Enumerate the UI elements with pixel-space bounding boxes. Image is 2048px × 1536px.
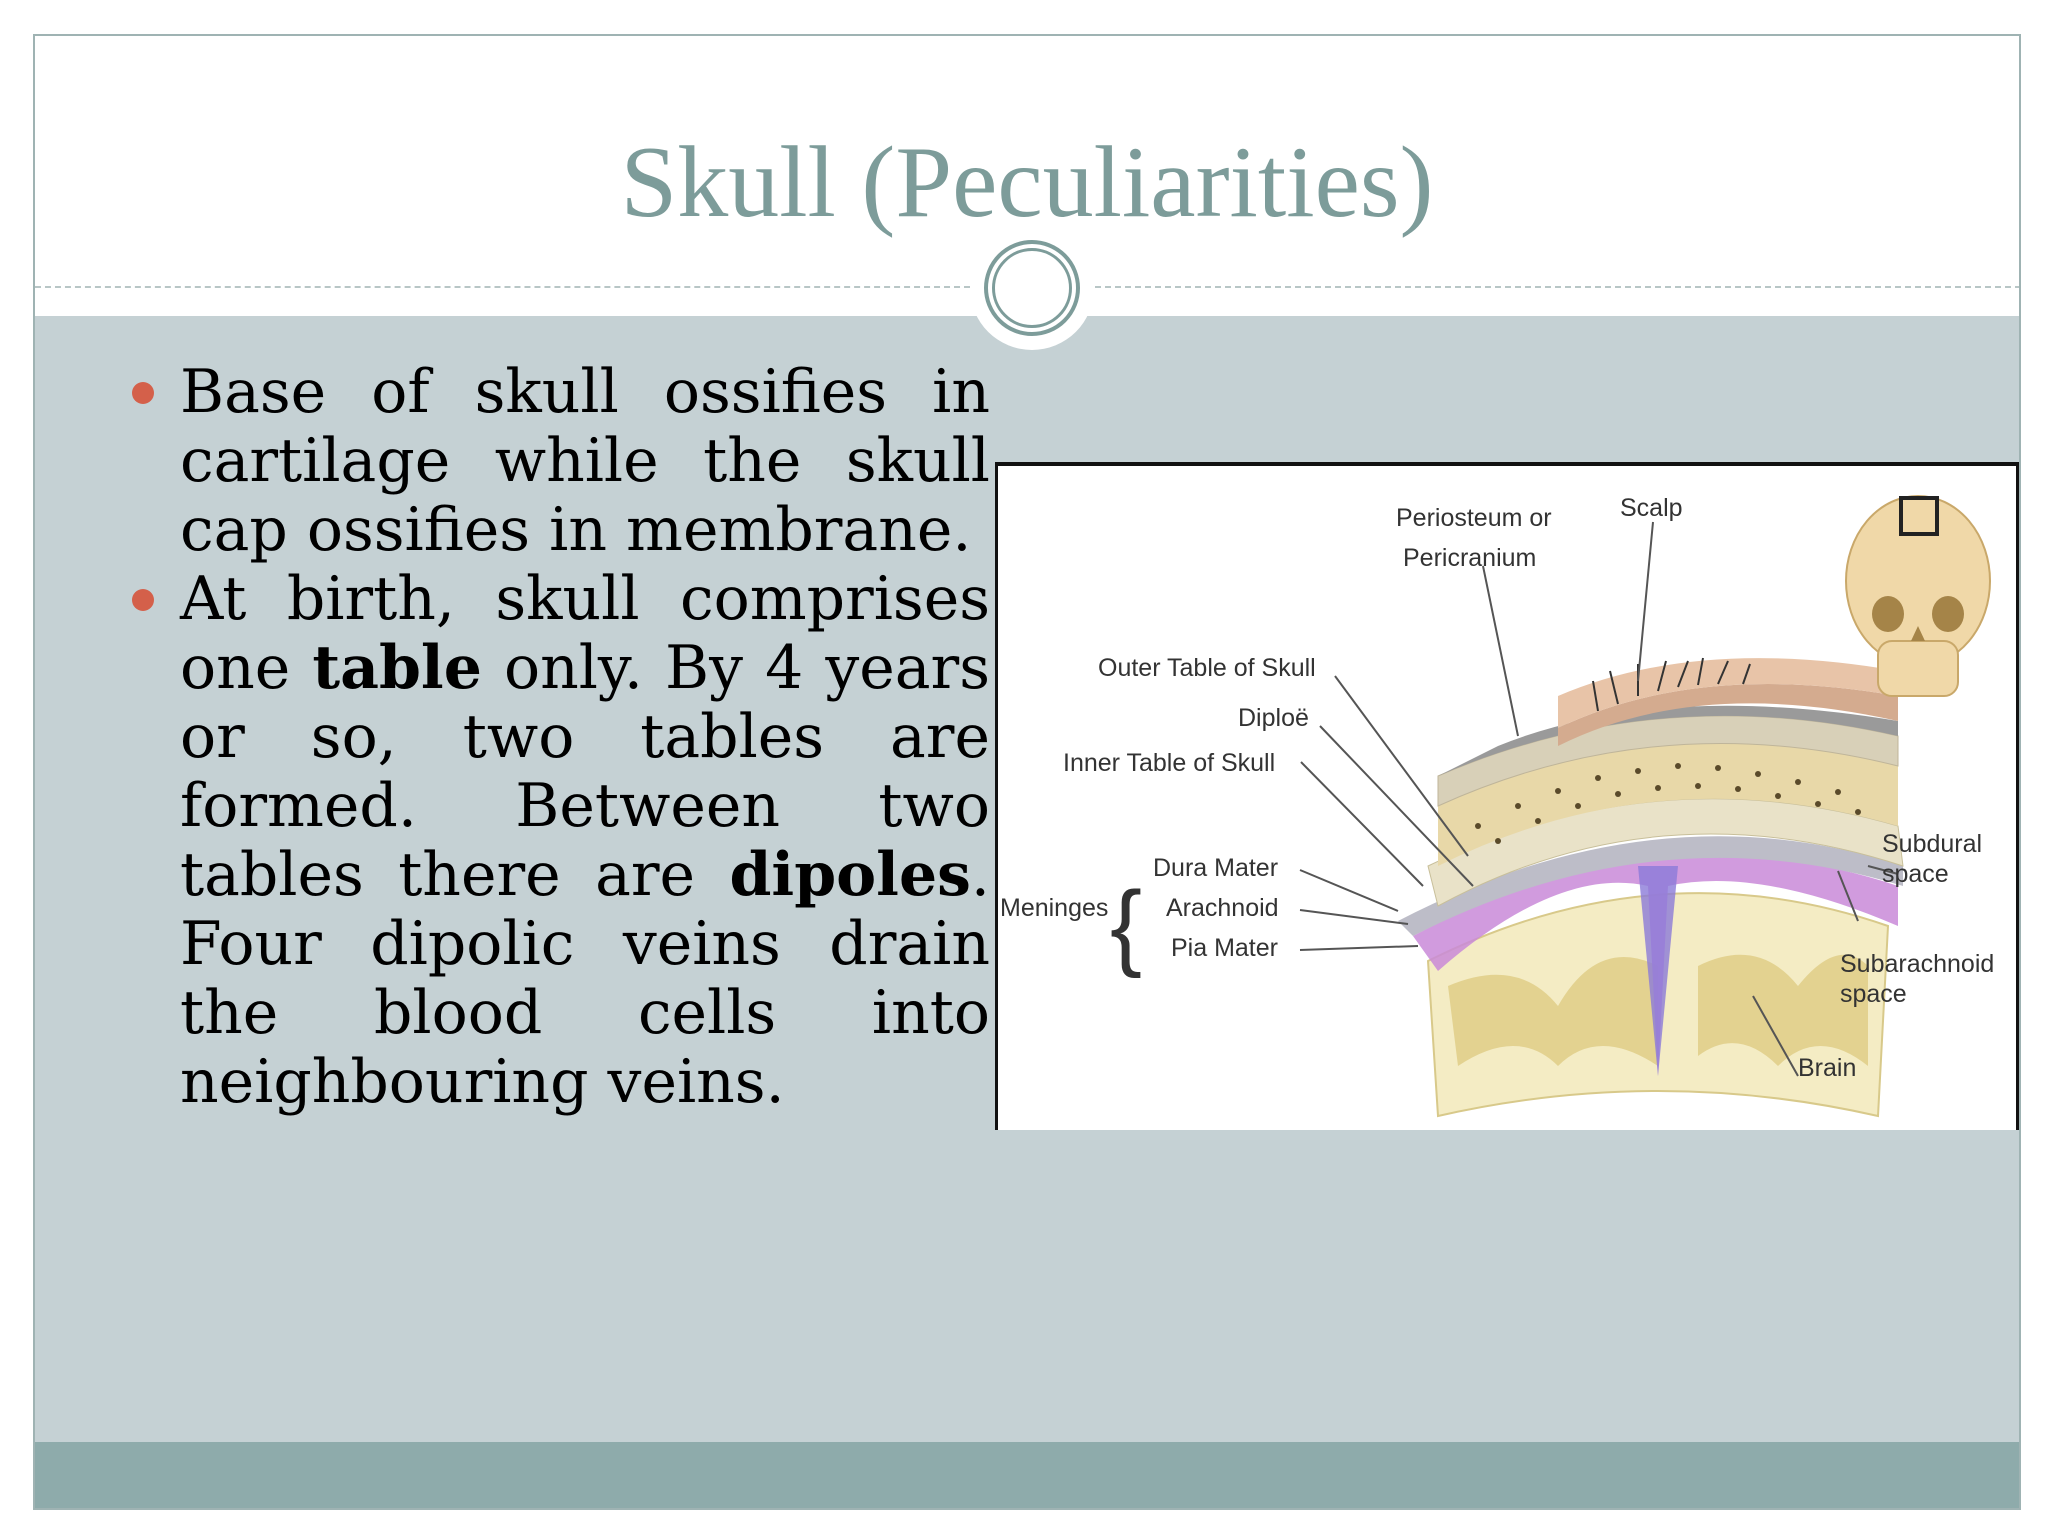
label-pericranium: Pericranium (1403, 544, 1536, 572)
label-dura-mater: Dura Mater (1153, 854, 1278, 882)
label-brain: Brain (1798, 1054, 1856, 1082)
bullet-bold-term: table (312, 633, 482, 703)
bullet-text-part: . Four dipolic veins drain the blood cel… (180, 840, 990, 1117)
slide: Skull (Peculiarities) Base of skull ossi… (33, 34, 2021, 1510)
label-periosteum: Periosteum or (1396, 504, 1552, 532)
label-subdural: Subdural (1882, 830, 1982, 858)
bullet-item: Base of skull ossifies in cartilage whil… (130, 358, 990, 565)
label-arachnoid: Arachnoid (1166, 894, 1279, 922)
bullet-text: Base of skull ossifies in cartilage whil… (180, 357, 990, 565)
label-meninges: Meninges (1000, 894, 1108, 922)
meninges-brace-icon: { (1110, 872, 1142, 979)
bullet-bold-term: dipoles (729, 840, 971, 910)
label-inner-table: Inner Table of Skull (1063, 749, 1275, 777)
bullet-dot-icon (132, 589, 154, 611)
bullet-dot-icon (132, 382, 154, 404)
bullet-text-part: At birth, skull comprises one (180, 564, 990, 703)
skull-layers-diagram: Periosteum or Pericranium Scalp Outer Ta… (995, 462, 2019, 1130)
footer-band (35, 1442, 2019, 1508)
label-diploe: Diploë (1238, 704, 1309, 732)
label-pia-mater: Pia Mater (1171, 934, 1278, 962)
label-scalp: Scalp (1620, 494, 1683, 522)
label-outer-table: Outer Table of Skull (1098, 654, 1316, 682)
label-subarachnoid: Subarachnoid (1840, 950, 1994, 978)
title-divider-left (35, 286, 970, 288)
bullet-list: Base of skull ossifies in cartilage whil… (130, 358, 990, 1117)
label-subarachnoid-space: space (1840, 980, 1907, 1008)
slide-title: Skull (Peculiarities) (620, 126, 1434, 239)
divider-circle-ornament (970, 226, 1094, 350)
bullet-text-part: only. By 4 years or so, two tables are f… (180, 633, 990, 910)
bullet-item: At birth, skull comprises one table only… (130, 565, 990, 1117)
label-subdural-space: space (1882, 860, 1949, 888)
skull-layers-illustration: Periosteum or Pericranium Scalp Outer Ta… (1000, 494, 1994, 1118)
title-divider-right (1095, 286, 2019, 288)
skull-icon (1845, 495, 1991, 697)
